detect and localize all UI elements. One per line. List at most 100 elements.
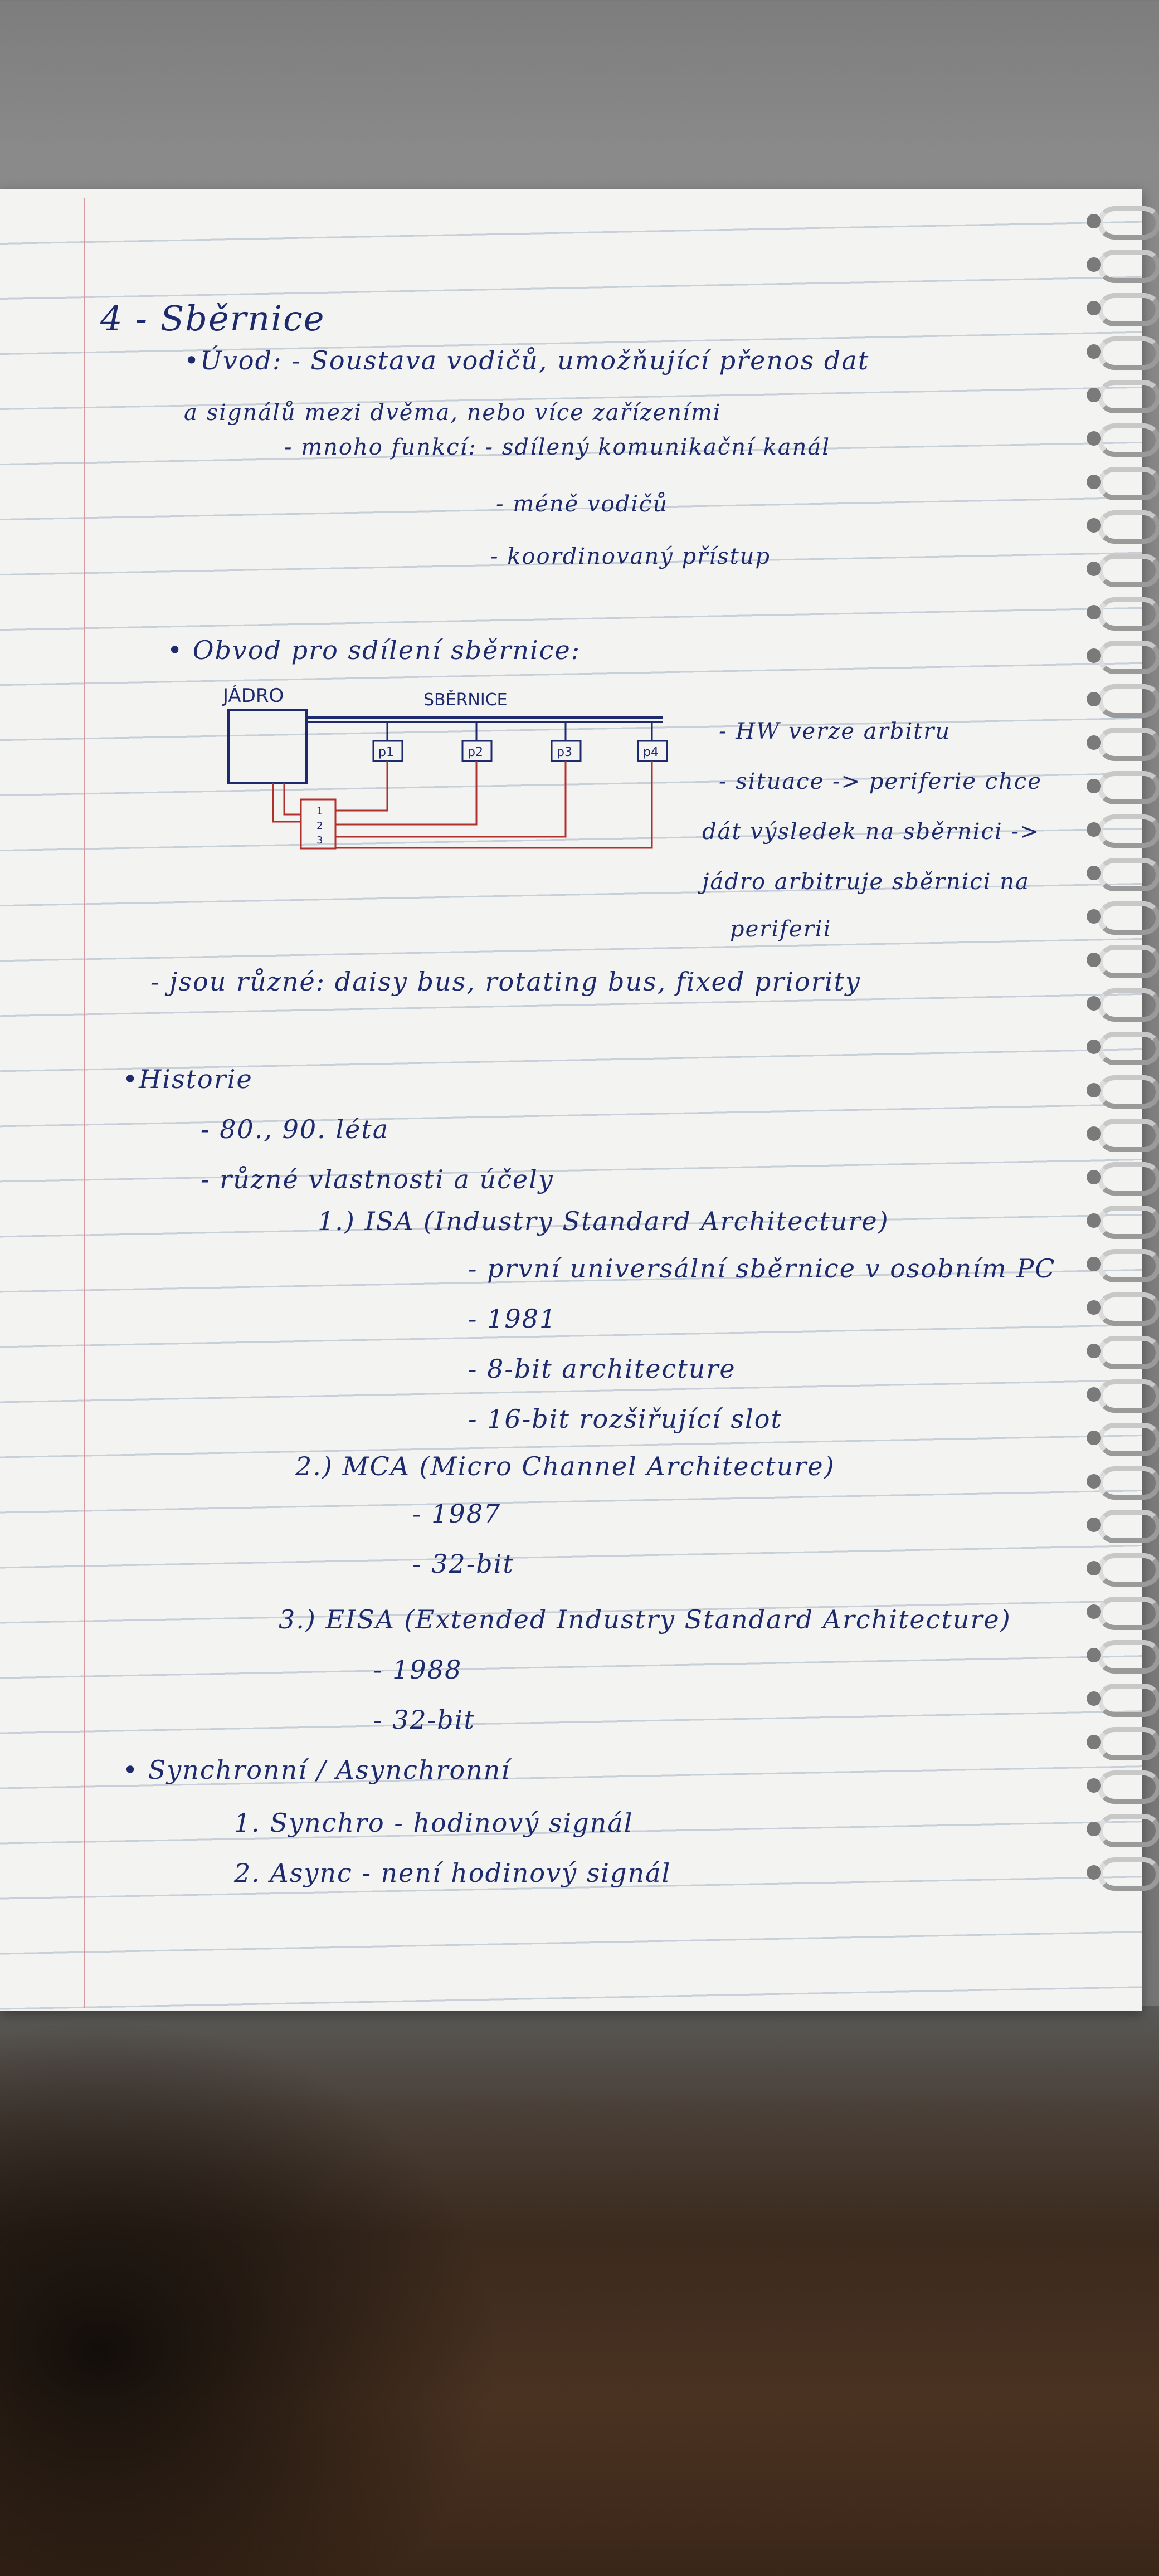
hand-shadow	[0, 2017, 501, 2576]
peripheral-1: p1	[372, 722, 403, 762]
spiral-ring	[1098, 1336, 1159, 1369]
arbiter-note-2: - situace -> periferie chce	[719, 769, 1042, 794]
spiral-ring	[1098, 1119, 1159, 1152]
punch-hole	[1087, 605, 1101, 619]
mca-32bit: - 32-bit	[412, 1549, 514, 1579]
bus-label: SBĚRNICE	[423, 690, 508, 710]
peripheral-4: p4	[637, 722, 668, 762]
punch-hole	[1087, 1822, 1101, 1836]
spiral-ring	[1098, 771, 1159, 804]
punch-hole	[1087, 562, 1101, 576]
punch-hole	[1087, 1126, 1101, 1141]
arbiter-note-1: - HW verze arbitru	[719, 719, 951, 744]
spiral-ring	[1098, 1075, 1159, 1109]
punch-hole	[1087, 1387, 1101, 1402]
punch-hole	[1087, 953, 1101, 967]
arbiter-note-5: periferii	[730, 916, 832, 942]
spiral-ring	[1098, 1553, 1159, 1587]
spiral-ring	[1098, 1032, 1159, 1065]
spiral-ring	[1098, 1466, 1159, 1500]
spiral-ring	[1098, 945, 1159, 978]
spiral-ring	[1098, 423, 1159, 457]
isa-year: - 1981	[468, 1304, 557, 1334]
intro-line-2: a signálů mezi dvěma, nebo více zařízení…	[184, 400, 722, 426]
mca-year: - 1987	[412, 1499, 501, 1529]
punch-hole	[1087, 1474, 1101, 1489]
notebook-page	[0, 189, 1142, 2011]
arbiter-wires	[272, 761, 653, 849]
punch-hole	[1087, 1735, 1101, 1749]
punch-hole	[1087, 1344, 1101, 1358]
arbiter-note-4: jádro arbitruje sběrnici na	[702, 869, 1030, 895]
punch-hole	[1087, 1648, 1101, 1662]
peripheral-4-label: p4	[643, 745, 659, 759]
punch-hole	[1087, 648, 1101, 663]
punch-hole	[1087, 1170, 1101, 1184]
spiral-ring	[1098, 641, 1159, 674]
punch-hole	[1087, 257, 1101, 272]
spiral-ring	[1098, 1423, 1159, 1456]
history-era: - 80., 90. léta	[201, 1114, 389, 1144]
spiral-ring	[1098, 1292, 1159, 1326]
punch-hole	[1087, 1691, 1101, 1706]
spiral-ring	[1098, 1770, 1159, 1804]
peripheral-2: p2	[461, 722, 493, 762]
spiral-ring	[1098, 1249, 1159, 1282]
punch-hole	[1087, 1561, 1101, 1575]
function-coordinated-access: - koordinovaný přístup	[490, 544, 771, 569]
bus-arbiter-diagram: JÁDRO SBĚRNICE p1 p2 p3 p4 1 2 3	[222, 685, 668, 850]
peripheral-3: p3	[551, 722, 582, 762]
punch-hole	[1087, 1518, 1101, 1532]
spiral-ring	[1098, 1379, 1159, 1413]
spiral-ring	[1098, 1597, 1159, 1630]
isa-first-universal: - první universální sběrnice v osobním P…	[468, 1253, 1056, 1284]
spiral-ring	[1098, 1727, 1159, 1760]
spiral-ring	[1098, 250, 1159, 283]
punch-hole	[1087, 431, 1101, 446]
punch-hole	[1087, 301, 1101, 315]
eisa-heading: 3.) EISA (Extended Industry Standard Arc…	[279, 1604, 1011, 1635]
eisa-32bit: - 32-bit	[373, 1705, 475, 1735]
punch-hole	[1087, 996, 1101, 1011]
spiral-ring	[1098, 380, 1159, 413]
spiral-ring	[1098, 858, 1159, 891]
punch-hole	[1087, 692, 1101, 706]
punch-hole	[1087, 866, 1101, 880]
arbiter-note-3: dát výsledek na sběrnici ->	[702, 819, 1040, 845]
punch-hole	[1087, 518, 1101, 533]
spiral-ring	[1098, 1510, 1159, 1543]
punch-hole	[1087, 1778, 1101, 1793]
isa-16bit-slot: - 16-bit rozšiřující slot	[468, 1404, 782, 1434]
punch-hole	[1087, 1213, 1101, 1228]
spiral-ring	[1098, 336, 1159, 370]
intro-line-1: •Úvod: - Soustava vodičů, umožňující pře…	[184, 345, 870, 375]
arbiter-number-1: 1	[316, 806, 323, 817]
spiral-binding	[1081, 167, 1159, 2017]
arbiter-number-2: 2	[316, 820, 323, 832]
spiral-ring	[1098, 728, 1159, 761]
spiral-ring	[1098, 1162, 1159, 1196]
punch-hole	[1087, 1431, 1101, 1445]
punch-hole	[1087, 1257, 1101, 1271]
arbiter-box: 1 2 3	[300, 798, 337, 850]
spiral-ring	[1098, 510, 1159, 544]
spiral-ring	[1098, 1206, 1159, 1239]
punch-hole	[1087, 214, 1101, 228]
punch-hole	[1087, 909, 1101, 924]
spiral-ring	[1098, 597, 1159, 631]
punch-hole	[1087, 779, 1101, 793]
spiral-ring	[1098, 554, 1159, 587]
bus-sharing-heading: • Obvod pro sdílení sběrnice:	[167, 635, 581, 665]
punch-hole	[1087, 1300, 1101, 1315]
arbiter-number-3: 3	[316, 835, 323, 846]
spiral-ring	[1098, 1640, 1159, 1674]
peripheral-2-label: p2	[468, 745, 483, 759]
history-properties: - různé vlastnosti a účely	[201, 1164, 554, 1194]
spiral-ring	[1098, 293, 1159, 326]
punch-hole	[1087, 822, 1101, 837]
punch-hole	[1087, 1083, 1101, 1097]
spiral-ring	[1098, 814, 1159, 848]
functions-line: - mnoho funkcí: - sdílený komunikační ka…	[284, 435, 831, 460]
function-fewer-wires: - méně vodičů	[496, 491, 669, 517]
peripheral-3-label: p3	[557, 745, 572, 759]
